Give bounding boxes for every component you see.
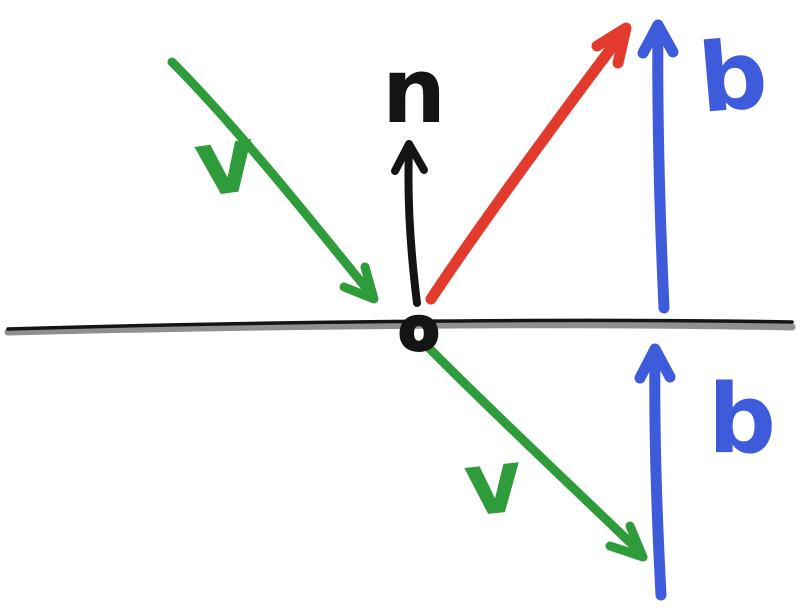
label-b-lower: b xyxy=(708,365,776,475)
b-vector-lower-arrowhead xyxy=(634,343,676,384)
b-vector-lower xyxy=(634,343,676,601)
b-vector-upper xyxy=(637,19,679,314)
surface-line-black-stroke xyxy=(6,318,794,331)
label-v-lower: v xyxy=(459,428,527,536)
incident-vector-arrowhead xyxy=(339,262,379,304)
surface-line xyxy=(4,318,796,336)
normal-vector-line xyxy=(404,144,421,307)
incident-vector-upper xyxy=(167,57,379,304)
incident-vector-lower xyxy=(419,338,648,562)
reflected-vector-line xyxy=(425,24,631,305)
incident-vector-lower-line xyxy=(419,338,646,558)
b-vector-lower-line xyxy=(649,346,667,601)
label-b-upper: b xyxy=(694,19,771,135)
reflected-vector xyxy=(425,22,632,305)
b-vector-upper-arrowhead xyxy=(637,19,679,59)
normal-vector xyxy=(391,140,428,307)
label-v-incident: v xyxy=(188,104,262,218)
origin-marker: o xyxy=(399,295,439,363)
label-n-normal: n xyxy=(382,39,446,144)
incident-vector-lower-arrowhead xyxy=(605,521,648,562)
reflected-vector-arrowhead xyxy=(591,22,632,69)
normal-vector-arrowhead xyxy=(391,140,428,175)
surface-line-gray-underlay xyxy=(4,321,796,336)
b-vector-upper-line xyxy=(652,21,670,314)
incident-vector-line xyxy=(167,57,375,298)
